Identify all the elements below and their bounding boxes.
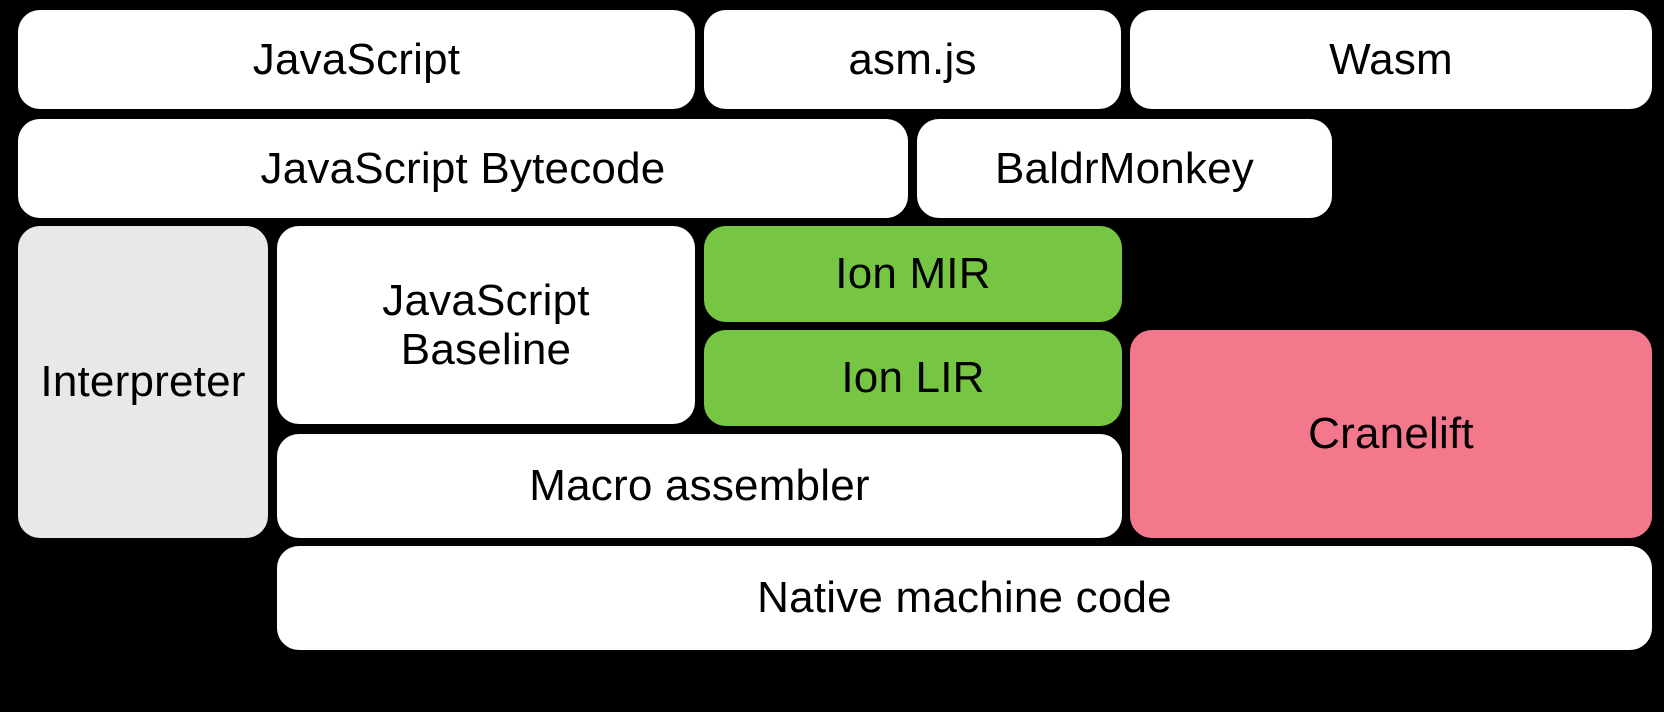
node-macro-assembler[interactable]: Macro assembler: [277, 434, 1122, 538]
node-baldrmonkey[interactable]: BaldrMonkey: [917, 119, 1332, 218]
node-interpreter[interactable]: Interpreter: [18, 226, 268, 538]
node-asm-js[interactable]: asm.js: [704, 10, 1121, 109]
node-wasm[interactable]: Wasm: [1130, 10, 1652, 109]
node-ion-mir[interactable]: Ion MIR: [704, 226, 1122, 322]
node-native-machine-code[interactable]: Native machine code: [277, 546, 1652, 650]
node-javascript[interactable]: JavaScript: [18, 10, 695, 109]
node-ion-lir[interactable]: Ion LIR: [704, 330, 1122, 426]
node-cranelift[interactable]: Cranelift: [1130, 330, 1652, 538]
node-javascript-baseline[interactable]: JavaScript Baseline: [277, 226, 695, 424]
node-javascript-bytecode[interactable]: JavaScript Bytecode: [18, 119, 908, 218]
